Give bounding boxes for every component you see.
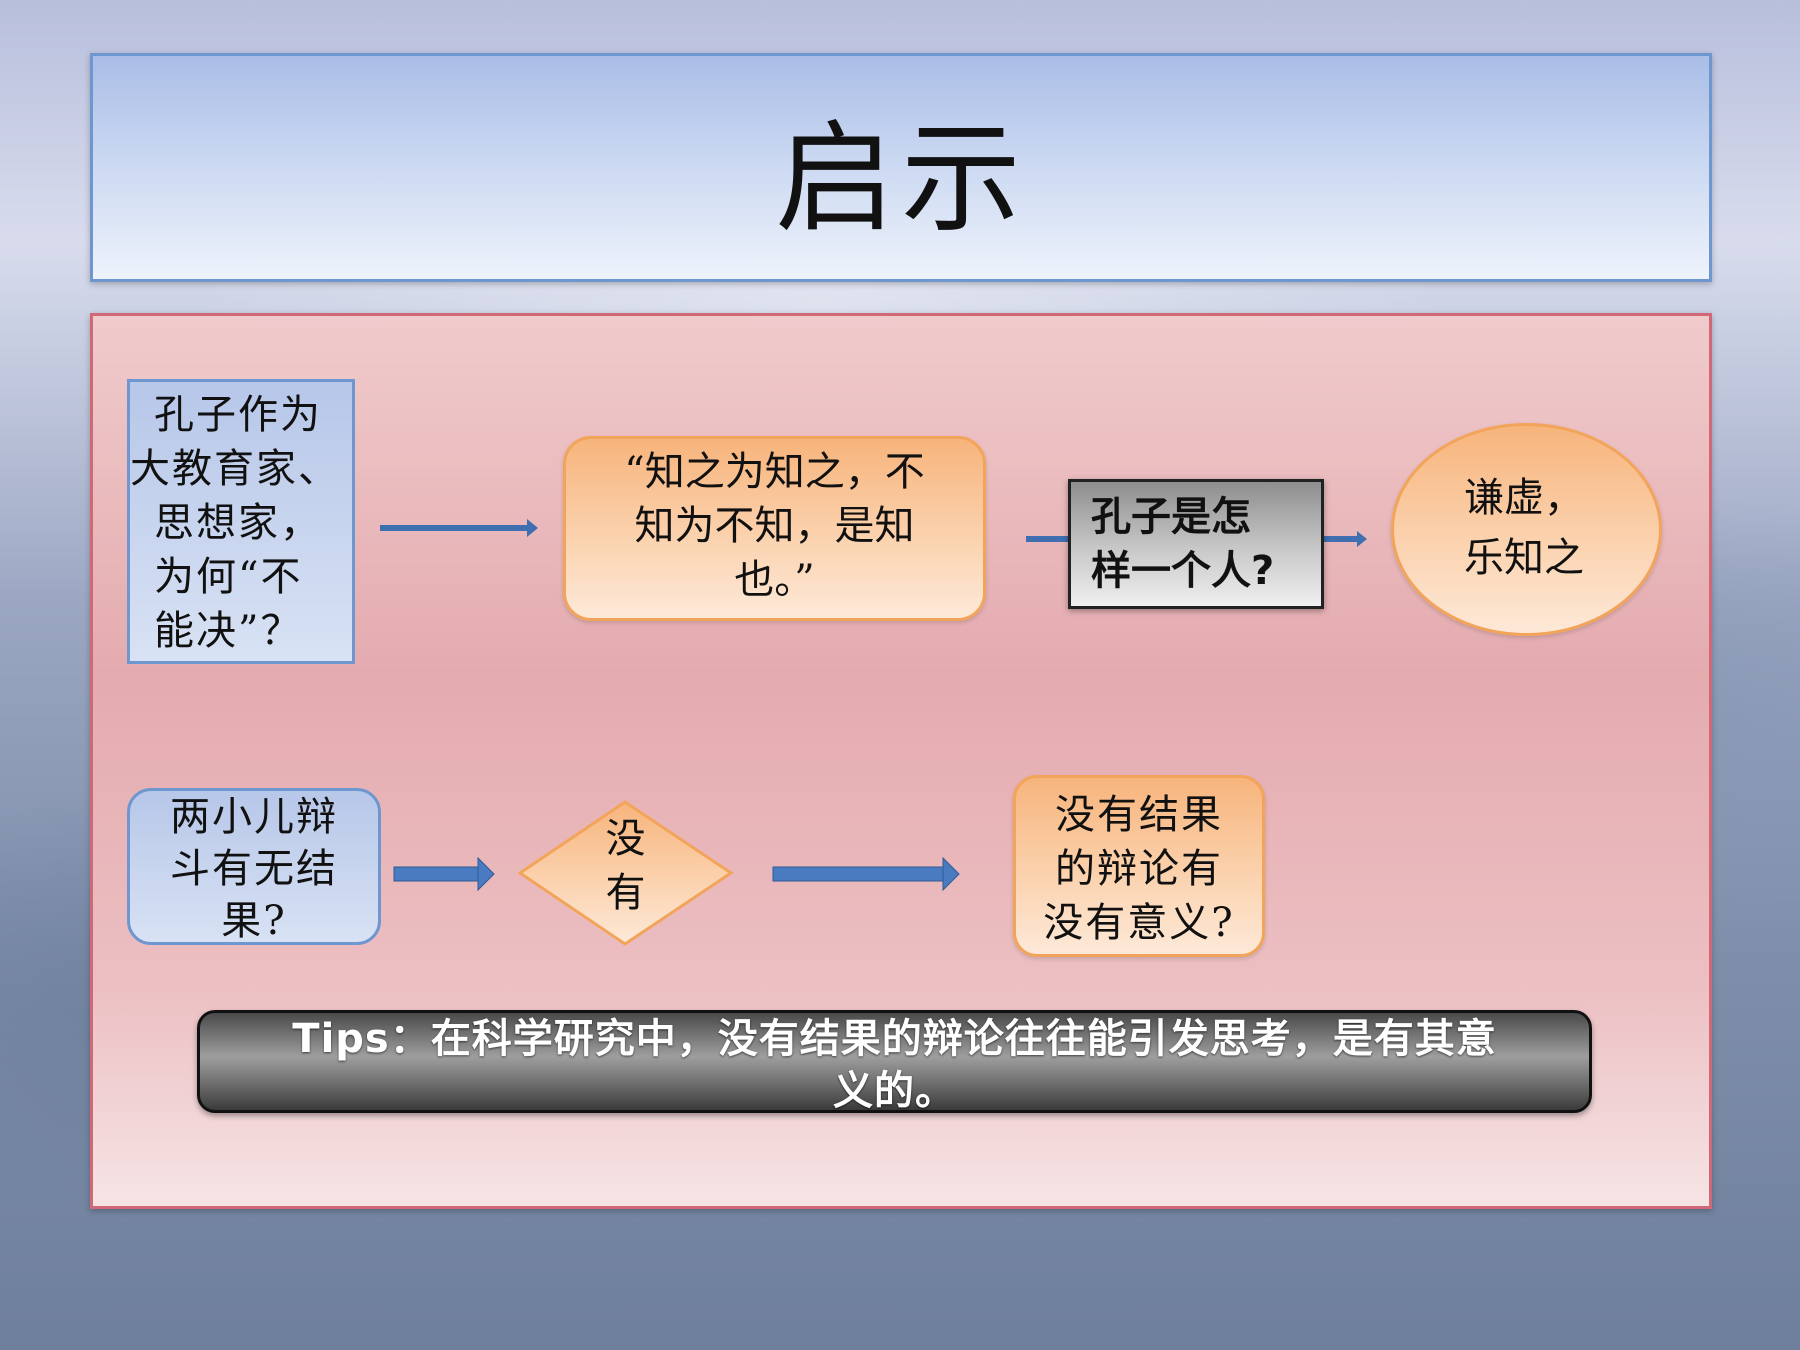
tips-line: Tips：在科学研究中，没有结果的辩论往往能引发思考，是有其意 xyxy=(292,1016,1497,1062)
question-box-confucius: 孔子作为 大教育家、 思想家， 为何“不 能决”？ xyxy=(127,379,355,664)
text-line: 乐知之 xyxy=(1464,535,1584,581)
text-line: 也。” xyxy=(734,557,815,603)
quote-box: “知之为知之，不 知为不知，是知 也。” xyxy=(563,436,986,621)
text-line: 没 xyxy=(605,816,646,862)
slide-title: 启示 xyxy=(775,109,1027,249)
text-line: 两小儿辩 xyxy=(170,794,338,840)
text-line: 知为不知，是知 xyxy=(634,503,915,549)
text-line: 样一个人? xyxy=(1091,548,1275,594)
tips-line: 义的。 xyxy=(833,1068,956,1114)
text-line: 没有结果 xyxy=(1055,792,1223,838)
decision-diamond-label: 没 有 xyxy=(518,812,733,920)
title-box: 启示 xyxy=(90,53,1712,282)
decision-diamond xyxy=(517,800,734,946)
text-line: 思想家， xyxy=(154,500,322,546)
arrow-box3-to-box4 xyxy=(1026,531,1367,547)
text-line: 有 xyxy=(605,870,646,916)
arrow-row2-box1-to-diamond xyxy=(393,856,495,892)
question-box-debate: 两小儿辩 斗有无结 果? xyxy=(127,788,381,945)
text-line: 能决”？ xyxy=(154,608,303,654)
text-line: 大教育家、 xyxy=(130,446,340,492)
question-box-meaning: 没有结果 的辩论有 没有意义? xyxy=(1013,775,1265,957)
text-line: 果? xyxy=(221,898,287,944)
arrow-row2-diamond-to-box3 xyxy=(772,856,960,892)
text-line: “知之为知之，不 xyxy=(624,449,925,495)
text-line: 谦虚， xyxy=(1464,475,1584,521)
question-box-character: 孔子是怎 样一个人? xyxy=(1068,479,1324,609)
text-line: 为何“不 xyxy=(154,554,303,600)
text-line: 的辩论有 xyxy=(1055,846,1223,892)
text-line: 孔子作为 xyxy=(154,392,322,438)
arrow-box1-to-box2 xyxy=(380,519,538,537)
text-line: 没有意义? xyxy=(1043,900,1235,946)
answer-ellipse: 谦虚， 乐知之 xyxy=(1391,423,1662,636)
text-line: 孔子是怎 xyxy=(1091,494,1251,540)
tips-banner: Tips：在科学研究中，没有结果的辩论往往能引发思考，是有其意 义的。 xyxy=(197,1010,1592,1114)
text-line: 斗有无结 xyxy=(170,846,338,892)
